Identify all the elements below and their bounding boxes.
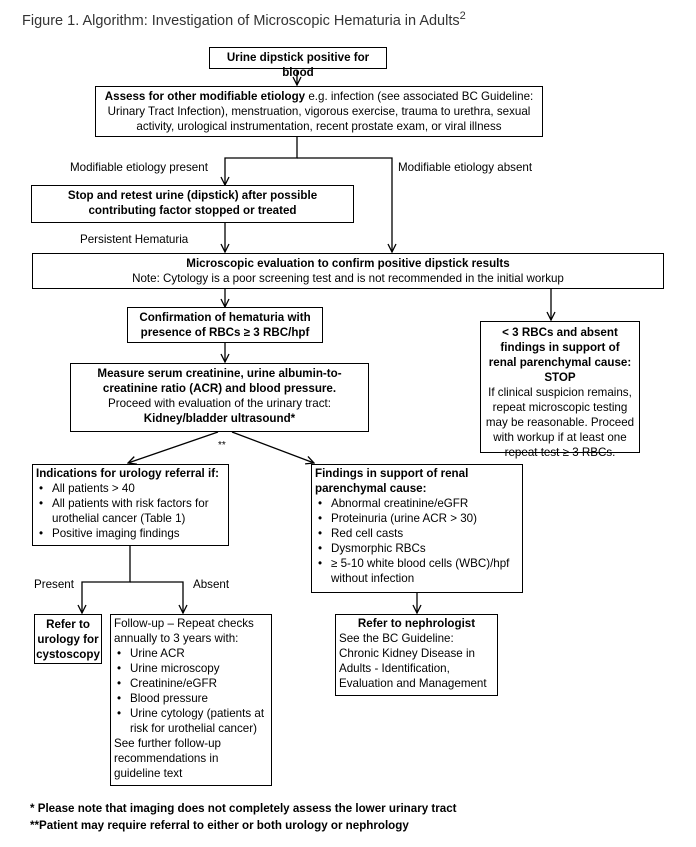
measure-ultrasound: Kidney/bladder ultrasound* — [143, 412, 296, 425]
footnote-imaging: * Please note that imaging does not comp… — [30, 802, 457, 815]
stop-box-text: If clinical suspicion remains, repeat mi… — [485, 386, 635, 459]
microscopic-note: Note: Cytology is a poor screening test … — [132, 272, 564, 285]
arrow-to-urology-indications — [128, 431, 219, 463]
refer-urology-box: Refer to urology for cystoscopy — [34, 614, 102, 664]
stop-insufficient-rbc-box: < 3 RBCs and absent findings in support … — [480, 321, 640, 459]
measure-heading: Measure serum creatinine, urine albumin-… — [97, 367, 342, 395]
list-item: Red cell casts — [315, 526, 519, 541]
arrow-to-followup — [130, 581, 183, 613]
nephrologist-heading: Refer to nephrologist — [357, 617, 476, 630]
renal-findings-list: Abnormal creatinine/eGFR Proteinuria (ur… — [315, 496, 519, 586]
measure-text: Proceed with evaluation of the urinary t… — [108, 397, 331, 410]
measure-box: Measure serum creatinine, urine albumin-… — [70, 363, 369, 432]
arrow-to-microscopic — [297, 157, 392, 252]
arrow-to-refer-urology — [82, 546, 131, 613]
urology-indications-box: Indications for urology referral if: All… — [32, 464, 229, 546]
footnote-referral: **Patient may require referral to either… — [30, 819, 409, 832]
list-item: All patients with risk factors for uroth… — [36, 496, 225, 526]
list-item: ≥ 5-10 white blood cells (WBC)/hpf witho… — [315, 556, 519, 586]
label-modifiable-absent: Modifiable etiology absent — [398, 161, 533, 174]
stop-retest-box: Stop and retest urine (dipstick) after p… — [31, 185, 354, 223]
list-item: Urine microscopy — [114, 661, 268, 676]
list-item: Urine cytology (patients at risk for uro… — [114, 706, 268, 736]
list-item: All patients > 40 — [36, 481, 225, 496]
assess-text: e.g. infection (see associated BC Guidel… — [107, 90, 534, 133]
list-item: Abnormal creatinine/eGFR — [315, 496, 519, 511]
confirmation-text: Confirmation of hematuria with presence … — [139, 311, 311, 339]
renal-findings-box: Findings in support of renal parenchymal… — [311, 464, 523, 593]
assess-heading: Assess for other modifiable etiology — [104, 90, 306, 103]
followup-intro: Follow-up – Repeat checks annually to 3 … — [114, 617, 254, 645]
figure-title-reference: 2 — [459, 10, 466, 22]
double-star-marker: ** — [218, 440, 226, 451]
label-modifiable-present: Modifiable etiology present — [70, 161, 208, 174]
figure-title: Figure 1. Algorithm: Investigation of Mi… — [22, 10, 466, 29]
stop-box-heading: < 3 RBCs and absent findings in support … — [488, 326, 632, 384]
arrow-to-renal-findings — [231, 431, 314, 463]
nephrologist-box: Refer to nephrologist See the BC Guideli… — [335, 614, 498, 696]
urology-indications-heading: Indications for urology referral if: — [36, 467, 219, 480]
microscopic-heading: Microscopic evaluation to confirm positi… — [186, 257, 510, 270]
label-absent: Absent — [193, 578, 230, 591]
label-present: Present — [34, 578, 74, 591]
list-item: Proteinuria (urine ACR > 30) — [315, 511, 519, 526]
confirmation-box: Confirmation of hematuria with presence … — [127, 307, 323, 343]
nephrologist-text: See the BC Guideline: Chronic Kidney Dis… — [339, 632, 487, 690]
stop-retest-text: Stop and retest urine (dipstick) after p… — [67, 189, 318, 217]
followup-box: Follow-up – Repeat checks annually to 3 … — [110, 614, 272, 786]
list-item: Dysmorphic RBCs — [315, 541, 519, 556]
followup-outro: See further follow-up recommendations in… — [114, 737, 221, 780]
renal-findings-heading: Findings in support of renal parenchymal… — [315, 467, 469, 495]
microscopic-evaluation-box: Microscopic evaluation to confirm positi… — [32, 253, 664, 289]
arrow-to-stop-retest — [225, 137, 298, 185]
followup-list: Urine ACR Urine microscopy Creatinine/eG… — [114, 646, 268, 736]
list-item: Positive imaging findings — [36, 526, 225, 541]
dipstick-box: Urine dipstick positive for blood — [209, 47, 387, 79]
list-item: Blood pressure — [114, 691, 268, 706]
urology-indications-list: All patients > 40 All patients with risk… — [36, 481, 225, 541]
assess-etiology-box: Assess for other modifiable etiology e.g… — [95, 86, 543, 137]
refer-urology-text: Refer to urology for cystoscopy — [36, 618, 100, 661]
list-item: Urine ACR — [114, 646, 268, 661]
dipstick-text: Urine dipstick positive for blood — [226, 51, 370, 79]
list-item: Creatinine/eGFR — [114, 676, 268, 691]
figure-title-text: Figure 1. Algorithm: Investigation of Mi… — [22, 12, 460, 29]
label-persistent-hematuria: Persistent Hematuria — [80, 233, 189, 246]
